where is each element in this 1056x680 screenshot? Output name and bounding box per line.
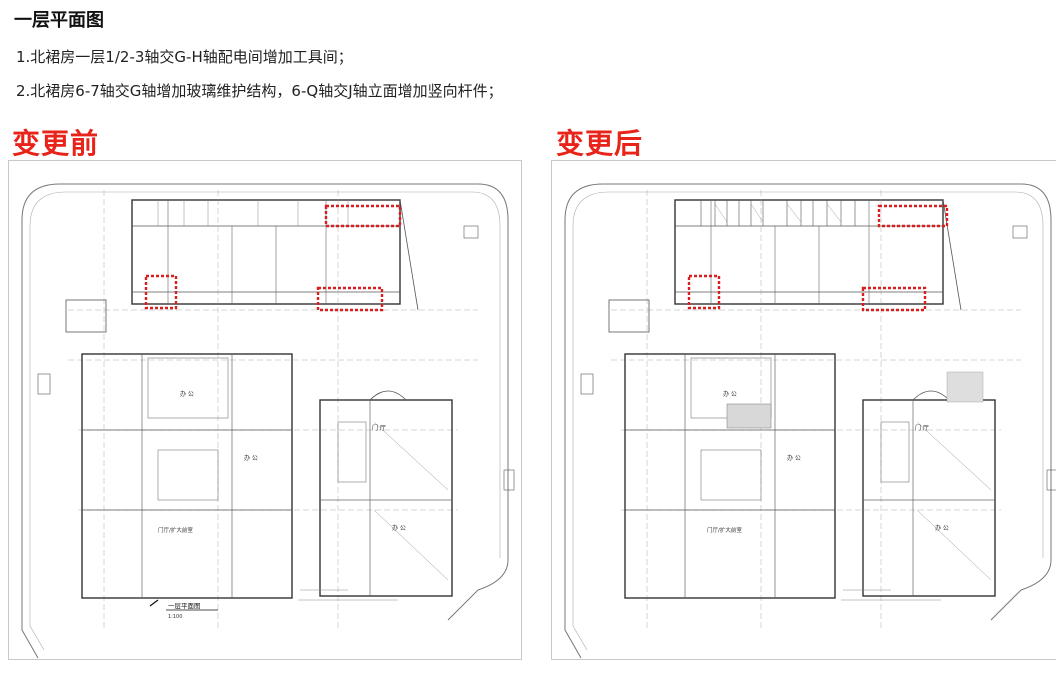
floor-plan-before-drawing: 办 公 办 公 门厅/扩大前室 门 厅 办 公 一层平面图 1:100 — [8, 160, 522, 660]
room-label-door: 门 厅 — [915, 424, 929, 432]
floor-plan-after-drawing: 办 公 办 公 门厅/扩大前室 门 厅 办 公 — [551, 160, 1056, 660]
before-label: 变更前 — [12, 127, 100, 160]
change-highlight-glazing — [861, 286, 927, 312]
room-label-office: 办 公 — [180, 390, 194, 398]
room-label-door: 门 厅 — [372, 424, 386, 432]
change-highlight-tool-room — [687, 274, 721, 310]
floor-plan-after: 办 公 办 公 门厅/扩大前室 门 厅 办 公 — [551, 160, 1056, 660]
change-highlight-northeast — [324, 204, 402, 228]
change-highlight-northeast — [877, 204, 949, 228]
page-title: 一层平面图 — [14, 10, 104, 31]
room-label-hall: 门厅/扩大前室 — [158, 526, 193, 534]
room-label-office: 办 公 — [723, 390, 737, 398]
floor-plan-before: 办 公 办 公 门厅/扩大前室 门 厅 办 公 一层平面图 1:100 — [8, 160, 522, 660]
change-highlight-tool-room — [144, 274, 178, 310]
change-highlight-glazing — [316, 286, 384, 312]
room-label-office: 办 公 — [244, 454, 258, 462]
change-note-2: 2.北裙房6-7轴交G轴增加玻璃维护结构，6-Q轴交J轴立面增加竖向杆件； — [16, 82, 503, 100]
change-note-1: 1.北裙房一层1/2-3轴交G-H轴配电间增加工具间； — [16, 48, 353, 66]
room-label-office: 办 公 — [935, 524, 949, 532]
drawing-title-before: 一层平面图 — [168, 602, 201, 610]
room-label-hall: 门厅/扩大前室 — [707, 526, 742, 534]
drawing-scale-before: 1:100 — [168, 614, 182, 620]
room-label-office: 办 公 — [787, 454, 801, 462]
room-label-office: 办 公 — [392, 524, 406, 532]
after-label: 变更后 — [556, 127, 644, 160]
